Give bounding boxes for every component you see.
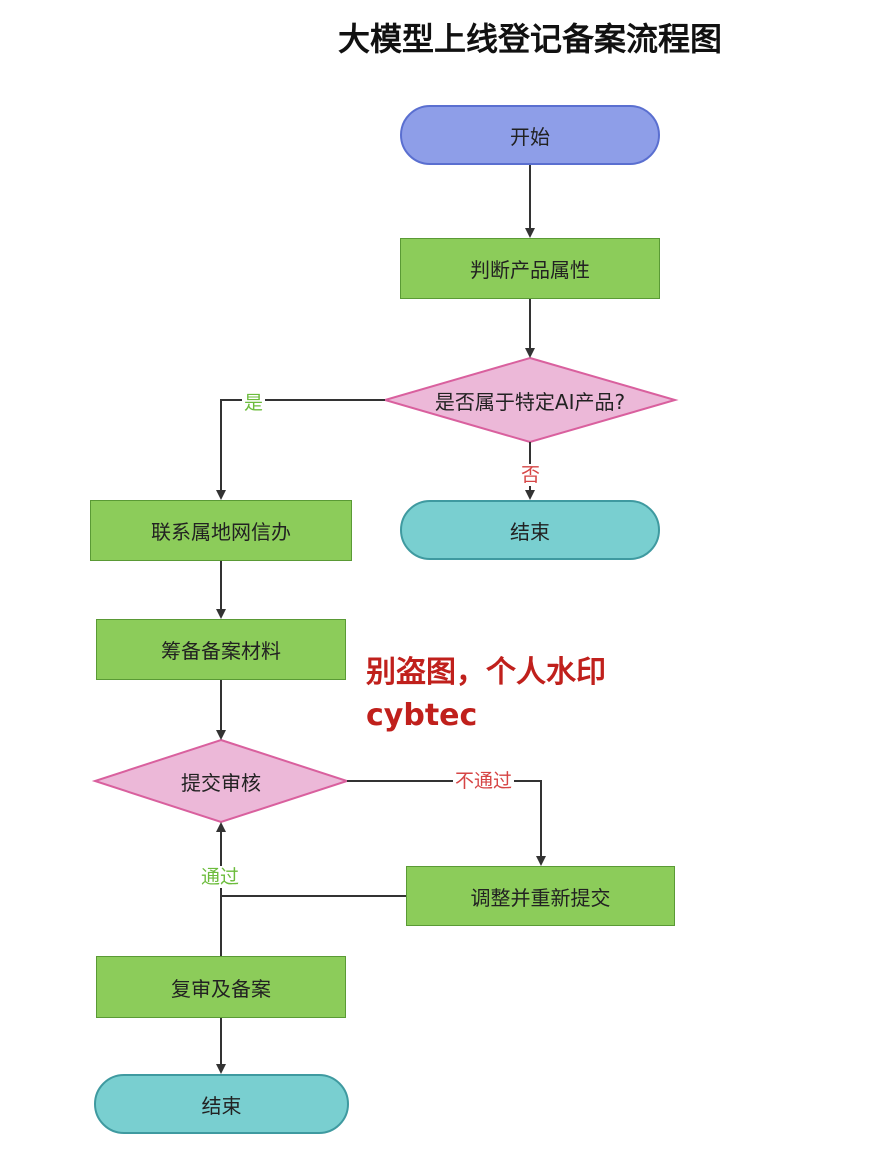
node-judge-label: 判断产品属性 bbox=[470, 258, 590, 282]
node-recheck-record: 复审及备案 bbox=[96, 956, 346, 1018]
node-adjust-label: 调整并重新提交 bbox=[470, 885, 611, 910]
watermark-line-2: cybtec bbox=[366, 698, 478, 733]
node-contact-office: 联系属地网信办 bbox=[90, 500, 352, 561]
decision-product-type-label: 是否属于特定AI产品? bbox=[434, 389, 626, 414]
watermark-line-1: 别盗图，个人水印 bbox=[366, 655, 606, 690]
node-adjust-resubmit: 调整并重新提交 bbox=[406, 866, 675, 926]
node-prepare-materials: 筹备备案材料 bbox=[96, 619, 346, 680]
node-start: 开始 bbox=[400, 105, 660, 165]
node-start-label: 开始 bbox=[510, 124, 550, 149]
edge-label-yes: 是 bbox=[242, 392, 266, 414]
node-recheck-label: 复审及备案 bbox=[171, 976, 271, 1001]
edge-label-fail: 不通过 bbox=[453, 770, 515, 792]
edge-label-no: 否 bbox=[519, 464, 543, 486]
decision-submit-review-label: 提交审核 bbox=[181, 770, 261, 795]
node-end-1-label: 结束 bbox=[510, 519, 550, 544]
node-judge-product: 判断产品属性 bbox=[400, 238, 660, 299]
node-contact-label: 联系属地网信办 bbox=[151, 520, 291, 544]
node-prepare-label: 筹备备案材料 bbox=[161, 639, 281, 663]
edge-decision-yes-to-contact bbox=[216, 399, 385, 500]
edge-label-pass: 通过 bbox=[199, 866, 242, 888]
edge-submit-fail-to-adjust bbox=[347, 780, 546, 866]
node-end-2: 结束 bbox=[94, 1074, 349, 1134]
page-title: 大模型上线登记备案流程图 bbox=[337, 20, 722, 58]
node-end-1: 结束 bbox=[400, 500, 660, 560]
node-end-2-label: 结束 bbox=[201, 1093, 242, 1118]
